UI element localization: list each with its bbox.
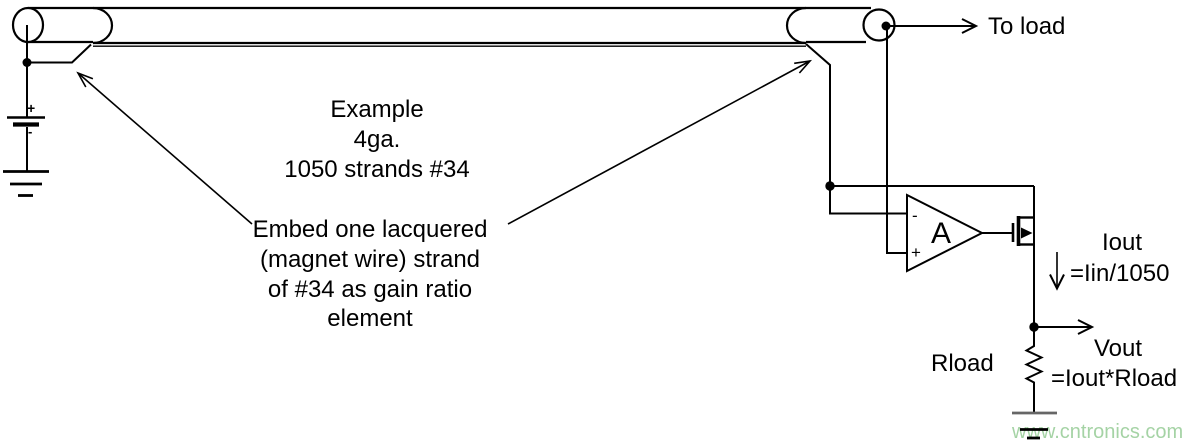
ground-symbol-right [1012,411,1057,440]
embed-note-block: Embed one lacquered (magnet wire) strand… [253,216,488,332]
rload-resistor [1024,331,1044,412]
cable-right-sleeve-endcap-arc [785,6,807,45]
vout-label: Vout [1094,335,1142,362]
note-line-3: 1050 strands #34 [284,156,469,183]
ground-symbol-left [3,170,49,197]
battery-plus-label: + [27,100,35,116]
opamp-gain-label: A [931,217,951,250]
rload-label: Rload [931,350,994,377]
noninverting-input-wire [886,26,907,254]
watermark-text: www.cntronics.com [1011,421,1183,443]
annotation-arrow-left-line [77,72,253,225]
junction-dot-left [22,58,32,67]
embed-note-line-3: of #34 as gain ratio [268,276,472,303]
annotation-arrow-right [507,59,813,225]
iout-down-arrowhead-icon [1049,274,1065,291]
annotation-arrow-right-line [507,60,811,225]
cable-left-sleeve-endcap-arc [92,6,114,45]
note-line-1: Example [330,96,423,123]
mosfet-body-arrow-icon [1021,227,1033,239]
embed-note-line-4: element [327,305,413,332]
note-line-2: 4ga. [354,126,401,153]
mosfet-symbol [1011,216,1034,246]
battery-minus-label: - [28,124,32,139]
vout-arrowhead-icon [1077,319,1095,335]
embed-note-line-1: Embed one lacquered [253,216,488,243]
annotation-arrow-left [76,71,253,225]
opamp-body [906,193,985,273]
opamp-noninverting-label: + [911,243,921,262]
vout-junction-dot [1029,322,1039,332]
strand-tap-wire-left [27,43,92,64]
to-load-arrowhead-icon [961,18,979,34]
embed-note-line-2: (magnet wire) strand [260,246,480,273]
annotation-arrow-right-head-icon [794,59,813,74]
example-note-block: Example 4ga. 1050 strands #34 [284,96,469,183]
to-load-label: To load [988,13,1065,40]
vout-formula-label: =Iout*Rload [1051,365,1177,392]
iout-label: Iout [1102,229,1142,256]
strand-tap-wire-right [805,43,907,215]
opamp-inverting-label: - [912,206,918,225]
iout-formula-label: =Iin/1050 [1070,260,1169,287]
annotation-arrow-left-head-icon [76,71,94,88]
